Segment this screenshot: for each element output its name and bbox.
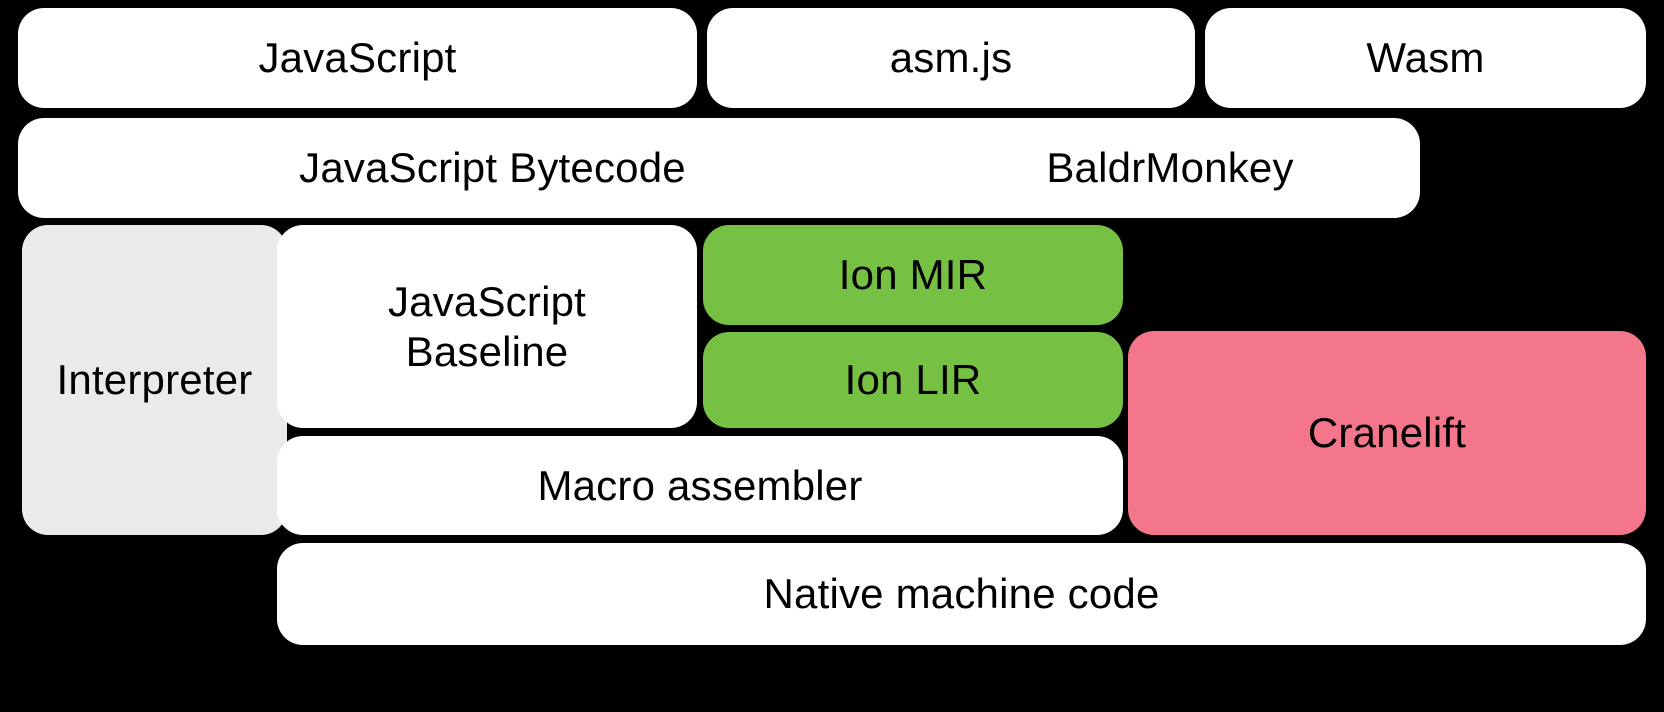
node-label-wasm: Wasm (1366, 34, 1485, 82)
node-label-native-machine-code: Native machine code (763, 570, 1160, 618)
node-javascript-baseline[interactable]: JavaScript Baseline (277, 225, 697, 428)
node-label-macro-assembler: Macro assembler (537, 461, 863, 509)
node-ion-mir[interactable]: Ion MIR (703, 225, 1123, 325)
node-label-ion-mir: Ion MIR (838, 251, 988, 299)
node-interpreter[interactable]: Interpreter (22, 225, 287, 535)
node-ion-lir[interactable]: Ion LIR (703, 332, 1123, 428)
node-label-javascript-baseline: JavaScript Baseline (387, 277, 587, 375)
node-native-machine-code[interactable]: Native machine code (277, 543, 1646, 645)
node-javascript-bytecode[interactable]: JavaScript Bytecode (18, 118, 967, 218)
node-cranelift[interactable]: Cranelift (1128, 331, 1646, 535)
node-macro-assembler[interactable]: Macro assembler (277, 436, 1123, 535)
node-label-javascript-bytecode: JavaScript Bytecode (299, 144, 686, 192)
node-baldrmonkey[interactable]: BaldrMonkey (920, 118, 1420, 218)
node-label-cranelift: Cranelift (1307, 409, 1467, 457)
node-label-asm-js: asm.js (889, 34, 1013, 82)
node-label-ion-lir: Ion LIR (844, 356, 982, 404)
node-javascript[interactable]: JavaScript (18, 8, 697, 108)
node-label-interpreter: Interpreter (56, 356, 253, 404)
node-label-javascript: JavaScript (258, 34, 457, 82)
node-label-baldrmonkey: BaldrMonkey (1046, 144, 1294, 192)
node-wasm[interactable]: Wasm (1205, 8, 1646, 108)
node-asm-js[interactable]: asm.js (707, 8, 1195, 108)
